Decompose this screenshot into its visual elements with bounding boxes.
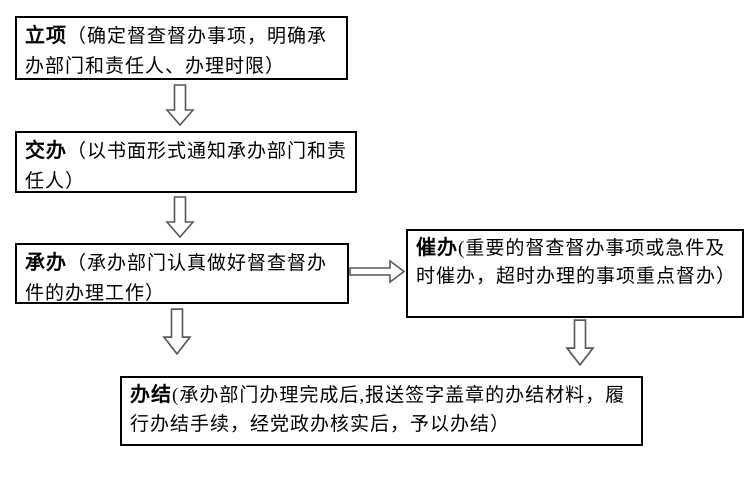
- right-arrow-icon: [349, 259, 406, 284]
- flow-node-lixiang: 立项（确定督查督办事项，明确承办部门和责任人、办理时限）: [15, 16, 348, 80]
- flow-node-jiaoban: 交办（以书面形式通知承办部门和责任人）: [15, 131, 357, 193]
- flow-node-chengban: 承办（承办部门认真做好督查督办件的办理工作）: [15, 243, 349, 304]
- down-arrow-icon: [165, 84, 195, 126]
- node-body: (重要的督查督办事项或急件及时催办，超时办理的事项重点督办）: [416, 238, 737, 287]
- node-title: 催办: [416, 237, 458, 259]
- node-title: 交办: [25, 140, 67, 162]
- node-body: （承办部门认真做好督查督办件的办理工作）: [25, 253, 328, 304]
- node-title: 办结: [130, 384, 172, 406]
- node-body: （以书面形式通知承办部门和责任人）: [25, 141, 348, 192]
- node-title: 立项: [25, 25, 67, 47]
- down-arrow-icon: [565, 319, 595, 366]
- down-arrow-icon: [165, 196, 195, 238]
- node-title: 承办: [25, 252, 67, 274]
- down-arrow-icon: [162, 308, 192, 355]
- node-body: （确定督查督办事项，明确承办部门和责任人、办理时限）: [25, 26, 328, 77]
- node-body: (承办部门办理完成后,报送签字盖章的办结材料，履行办结手续，经党政办核实后，予以…: [130, 385, 626, 435]
- flow-node-cuiban: 催办(重要的督查督办事项或急件及时催办，超时办理的事项重点督办）: [406, 229, 744, 318]
- flow-node-banjie: 办结(承办部门办理完成后,报送签字盖章的办结材料，履行办结手续，经党政办核实后，…: [120, 376, 643, 446]
